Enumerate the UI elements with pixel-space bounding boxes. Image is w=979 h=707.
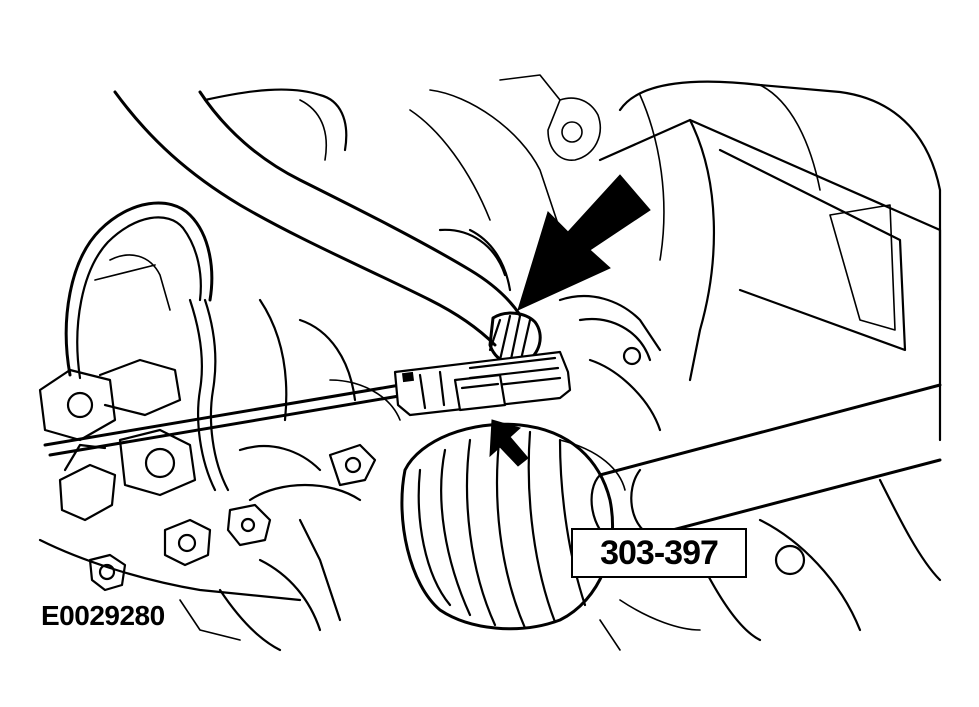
arrow-pointer-icon	[517, 174, 651, 311]
engine-housing	[409, 74, 942, 442]
drive-shaft	[559, 383, 942, 547]
tool-callout-label: 303-397	[571, 528, 747, 578]
arrow-pointer-icon	[489, 419, 529, 467]
lower-housing	[599, 478, 942, 651]
coolant-hose	[113, 88, 542, 366]
sensor-cable	[43, 383, 407, 457]
mid-details	[248, 295, 662, 622]
tool-303-397-connector	[393, 350, 572, 417]
left-fittings	[38, 358, 322, 652]
wire-harness-loop	[64, 201, 230, 492]
figure-id-label: E0029280	[41, 600, 165, 631]
